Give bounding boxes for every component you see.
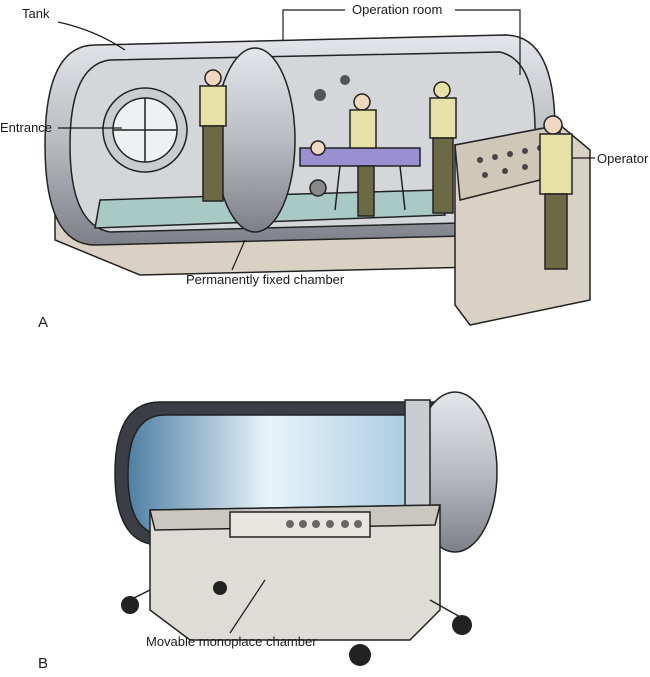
operator-figure (539, 115, 573, 270)
monoplace-chamber-illustration (114, 391, 498, 666)
staff-figure (429, 81, 457, 214)
leader-fixed-chamber (231, 239, 246, 271)
multiplace-chamber-illustration (44, 34, 591, 326)
leader-monoplace (229, 579, 266, 634)
staff-figure (349, 93, 377, 217)
label-entrance: Entrance (0, 120, 52, 135)
label-movable-monoplace-chamber: Movable monoplace chamber (146, 634, 317, 649)
panel-letter-b: B (38, 655, 48, 672)
staff-figure (199, 69, 227, 202)
label-tank: Tank (22, 6, 50, 21)
leader-tank (57, 21, 126, 51)
panel-letter-a: A (38, 314, 48, 331)
label-operator: Operator (597, 151, 649, 166)
label-operation-room: Operation room (352, 2, 442, 17)
label-permanently-fixed-chamber: Permanently fixed chamber (186, 272, 345, 287)
bracket-operation-room (282, 9, 521, 75)
